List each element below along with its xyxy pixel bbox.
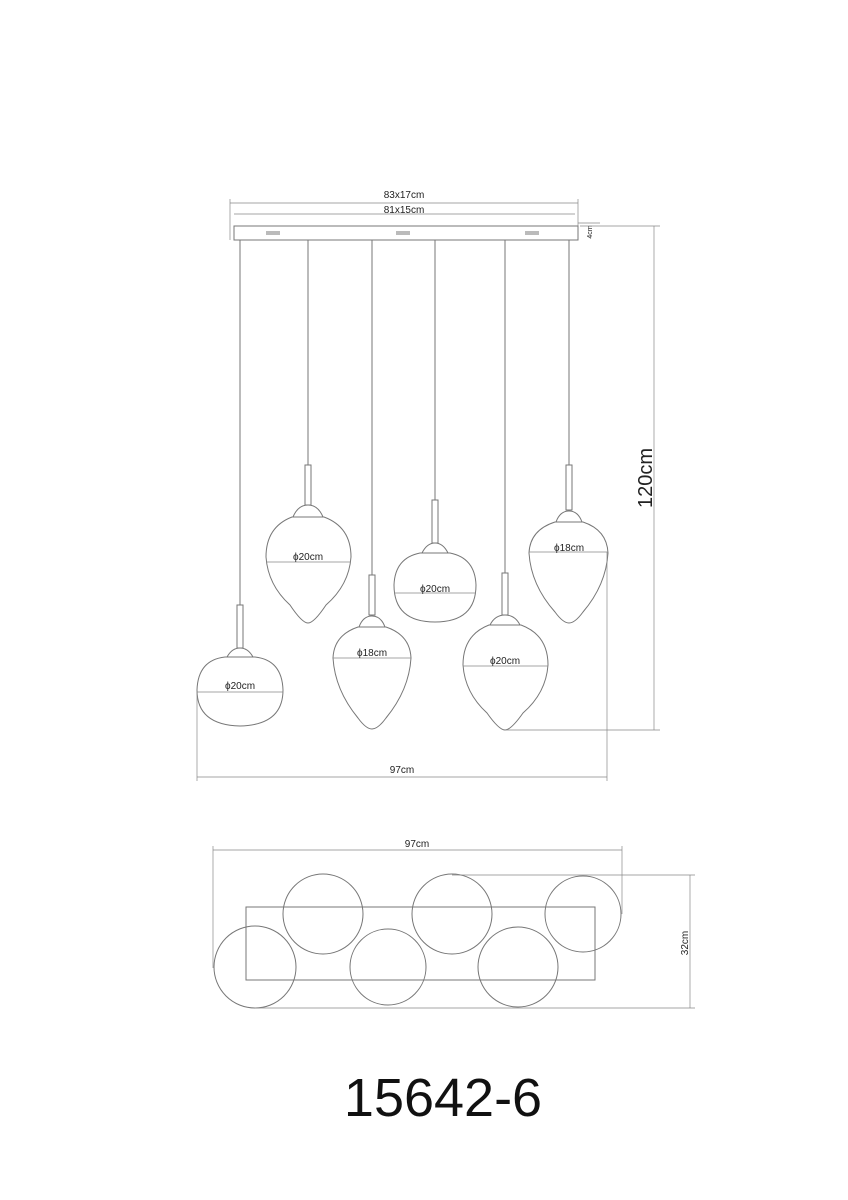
canopy-height-label: 4cm [587, 225, 594, 238]
pendant-3: ϕ18cm [332, 240, 412, 730]
pendant-5: ϕ20cm [462, 240, 549, 731]
pendant-4: ϕ20cm [393, 240, 477, 623]
canopy-dimensions: 83x17cm 81x15cm 4cm [229, 190, 600, 240]
shade-4-diameter: ϕ20cm [420, 584, 450, 595]
height-dimension: 120cm [505, 225, 660, 731]
top-view-depth-label: 32cm [680, 931, 691, 955]
overall-height-label: 120cm [635, 448, 657, 508]
canopy-outer-label: 83x17cm [384, 190, 425, 201]
shade-6-diameter: ϕ18cm [554, 543, 584, 554]
top-view-width-label: 97cm [405, 839, 429, 850]
shade-3-diameter: ϕ18cm [357, 648, 387, 659]
top-view: 97cm 32cm [212, 839, 695, 1009]
canopy-inner-label: 81x15cm [384, 205, 425, 216]
width-dimension: 97cm [196, 552, 608, 781]
pendant-1: ϕ20cm [196, 240, 284, 727]
pendant-6: ϕ18cm [528, 240, 609, 624]
canopy [233, 225, 579, 241]
shade-1-diameter: ϕ20cm [225, 681, 255, 692]
pendant-2: ϕ20cm [265, 240, 352, 624]
model-number: 15642-6 [344, 1068, 542, 1128]
shade-5-diameter: ϕ20cm [490, 656, 520, 667]
overall-width-label: 97cm [390, 765, 414, 776]
shade-2-diameter: ϕ20cm [293, 552, 323, 563]
